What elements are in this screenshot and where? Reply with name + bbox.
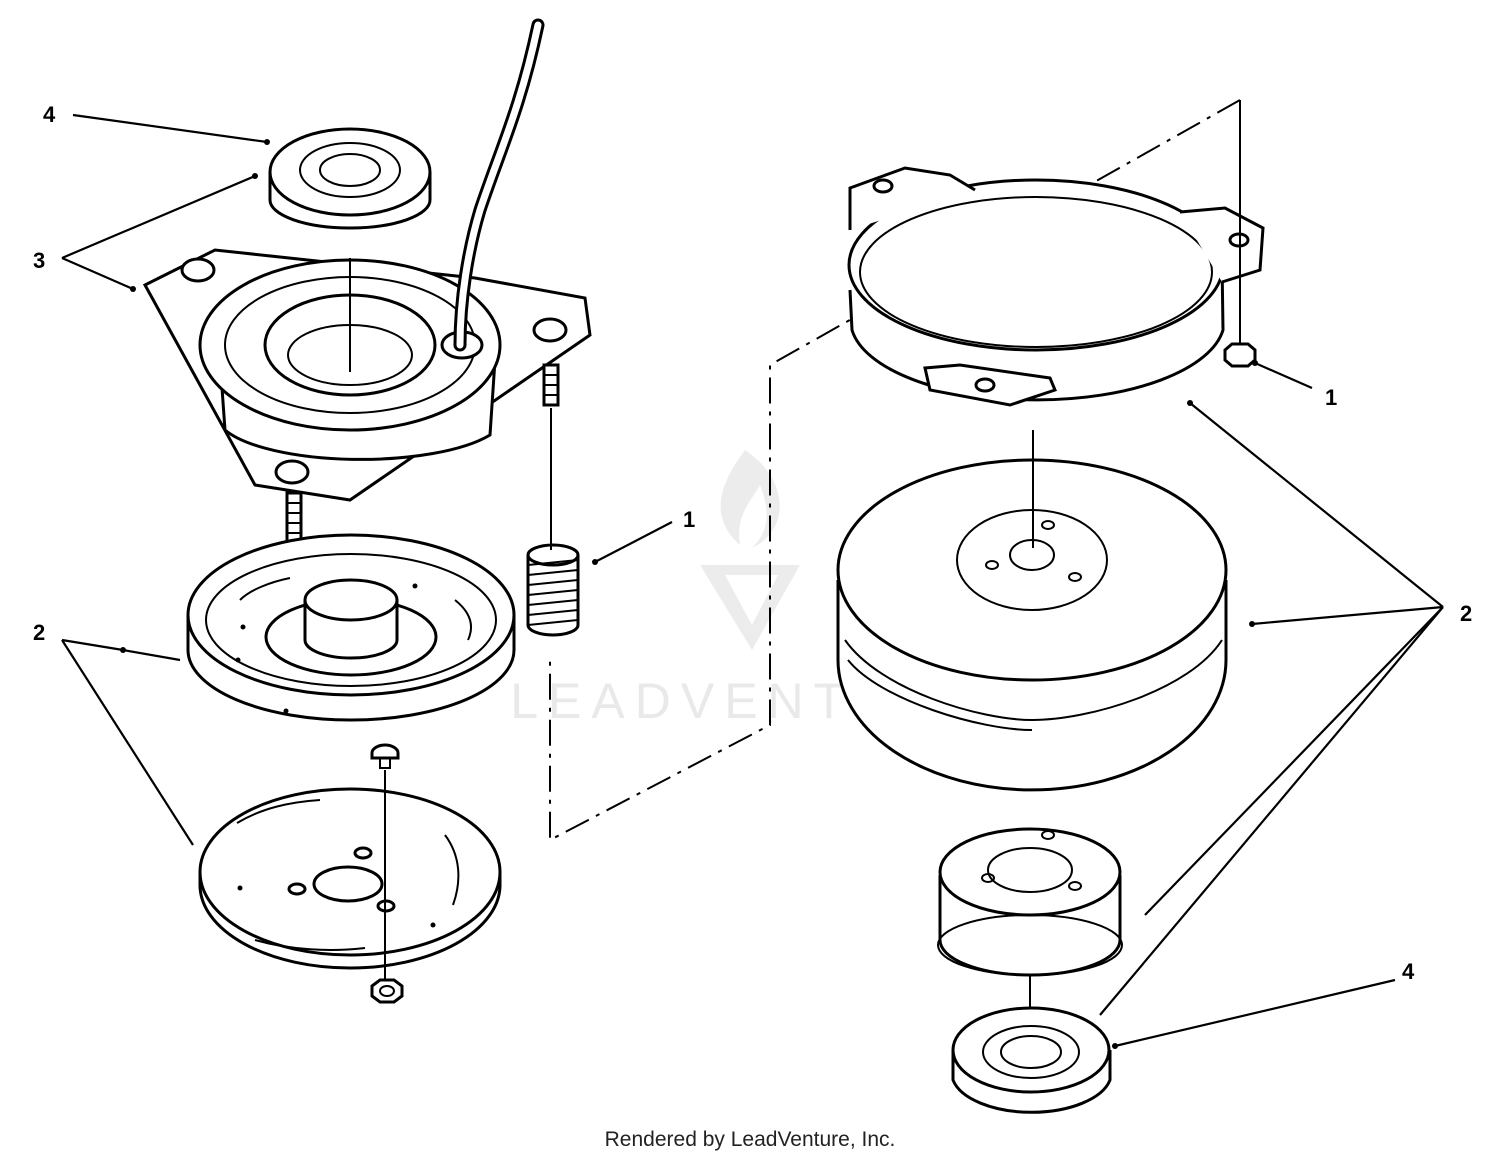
left-nut xyxy=(370,978,404,1004)
callout-right-pulley: 2 xyxy=(1460,601,1472,626)
callout-right-bearing: 4 xyxy=(1402,959,1415,984)
render-credit: Rendered by LeadVenture, Inc. xyxy=(604,1128,896,1151)
wire-lead xyxy=(453,18,545,352)
left-stud-bolt xyxy=(285,491,303,550)
pulley xyxy=(836,458,1228,792)
pulley-hub xyxy=(937,827,1123,977)
right-nut xyxy=(1223,342,1257,368)
left-rotor xyxy=(186,533,516,722)
watermark-logo xyxy=(700,450,800,650)
leader-dots xyxy=(120,139,1258,1049)
callout-left-bearing: 4 xyxy=(43,102,56,127)
leader-lines xyxy=(61,113,1444,1048)
left-bearing xyxy=(268,127,432,230)
callout-left-spring: 1 xyxy=(683,507,695,532)
rivet xyxy=(370,743,400,769)
right-stud-bolt xyxy=(542,363,560,407)
armature-plate xyxy=(198,787,502,970)
right-bearing xyxy=(951,1006,1112,1114)
callout-left-stator: 3 xyxy=(33,248,45,273)
left-stator-field-coil xyxy=(142,248,592,502)
callout-left-rotor: 2 xyxy=(33,620,45,645)
brake-housing xyxy=(847,166,1265,407)
spring xyxy=(526,543,580,637)
callout-right-nut: 1 xyxy=(1325,385,1337,410)
